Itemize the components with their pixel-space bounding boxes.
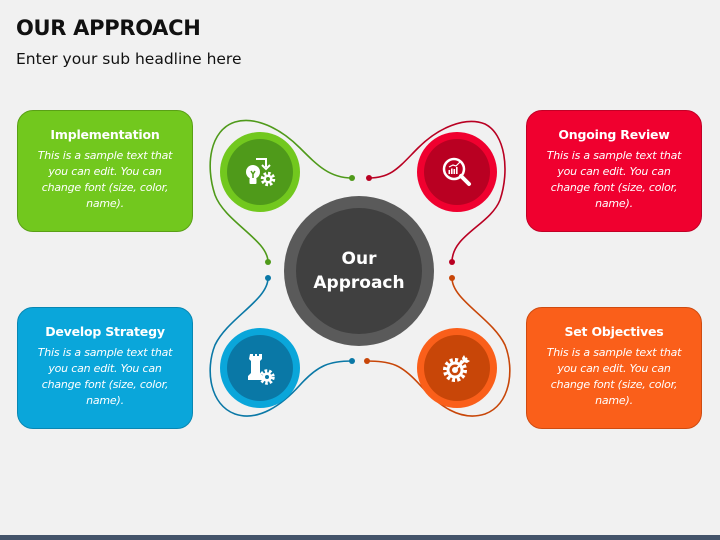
step-title: Implementation (50, 127, 160, 142)
lightbulb-gear-icon (246, 158, 276, 187)
connector-dot (265, 259, 271, 265)
step-body: This is a sample text that you can edit.… (546, 149, 682, 210)
connector-dot (449, 259, 455, 265)
page-title: OUR APPROACH (16, 16, 201, 40)
step-body: This is a sample text that you can edit.… (37, 149, 173, 210)
target-gear-icon (443, 355, 470, 382)
magnifier-chart-icon (442, 157, 471, 186)
step-title: Set Objectives (564, 324, 664, 339)
connector-dot (364, 358, 370, 364)
connector-dot (366, 175, 372, 181)
connector-dot (265, 275, 271, 281)
center-hub: Our Approach (284, 196, 434, 346)
footer-bar (0, 535, 720, 540)
page-subtitle: Enter your sub headline here (16, 50, 242, 68)
step-card-set-objectives: Set Objectives This is a sample text tha… (526, 307, 702, 429)
connector-dot (349, 175, 355, 181)
chess-rook-gear-icon (248, 354, 275, 385)
node-set-objectives (417, 328, 497, 408)
center-label-line1: Our (341, 249, 377, 269)
step-card-implementation: Implementation This is a sample text tha… (17, 110, 193, 232)
connector-dot (349, 358, 355, 364)
node-ongoing-review (417, 132, 497, 212)
node-implementation (220, 132, 300, 212)
step-card-ongoing-review: Ongoing Review This is a sample text tha… (526, 110, 702, 232)
step-title: Ongoing Review (558, 127, 670, 142)
connector-dot (449, 275, 455, 281)
step-body: This is a sample text that you can edit.… (37, 346, 173, 407)
step-card-develop-strategy: Develop Strategy This is a sample text t… (17, 307, 193, 429)
step-title: Develop Strategy (45, 324, 165, 339)
node-develop-strategy (220, 328, 300, 408)
step-body: This is a sample text that you can edit.… (546, 346, 682, 407)
center-label-line2: Approach (313, 273, 405, 293)
